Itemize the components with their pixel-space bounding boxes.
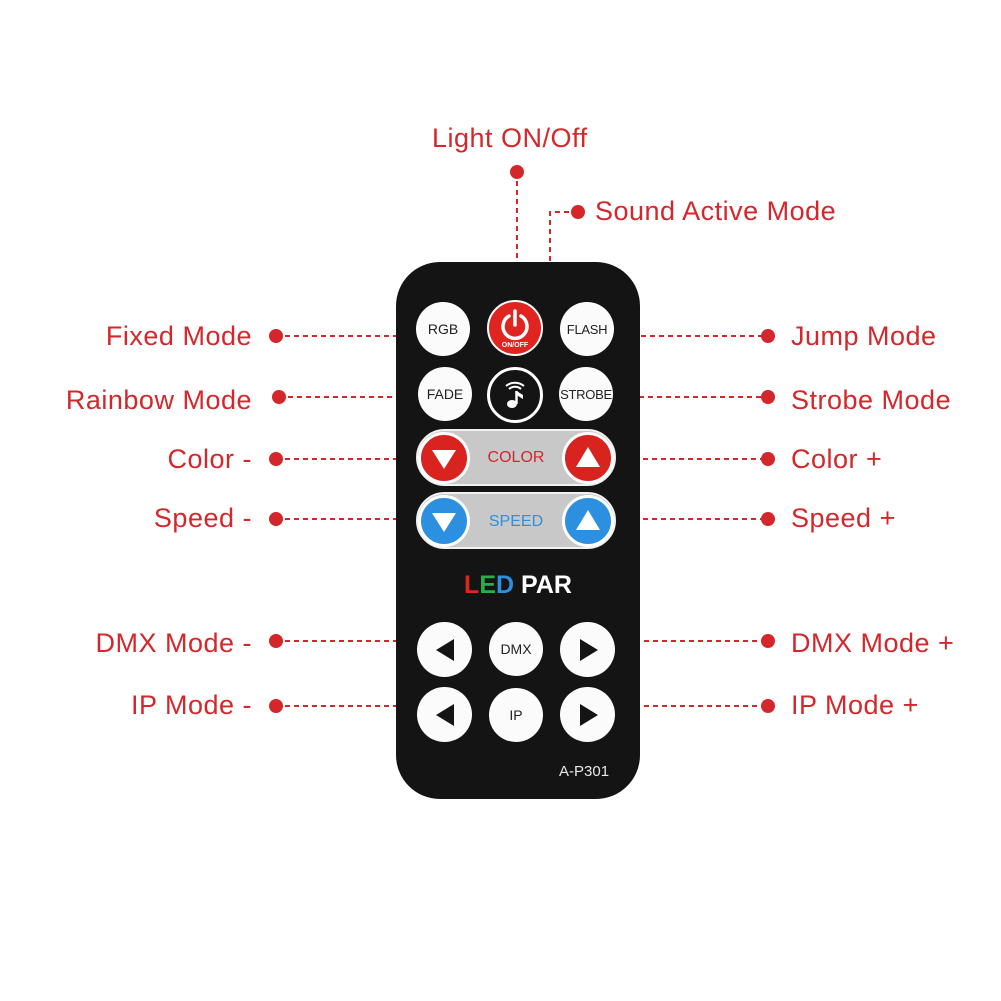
dmx-button[interactable]: DMX: [489, 622, 543, 676]
music-note-icon: [505, 381, 525, 408]
label-sound-active-mode: Sound Active Mode: [595, 196, 837, 226]
color-plus-button[interactable]: [562, 432, 614, 484]
label-fixed-mode: Fixed Mode: [105, 321, 252, 351]
label-dmx-mode-plus: DMX Mode +: [791, 628, 955, 658]
rgb-button[interactable]: RGB: [416, 302, 470, 356]
ip-plus-button[interactable]: [560, 687, 615, 742]
led-par-logo: LED PAR: [464, 571, 572, 599]
triangle-right-icon: [579, 638, 598, 661]
triangle-down-icon: [432, 450, 456, 469]
label-ip-mode-plus: IP Mode +: [791, 690, 919, 720]
triangle-left-icon: [435, 703, 454, 726]
label-color-plus: Color +: [791, 444, 883, 474]
triangle-left-icon: [435, 638, 454, 661]
label-color-minus: Color -: [167, 444, 252, 474]
fade-button[interactable]: FADE: [418, 367, 472, 421]
model-number: A-P301: [559, 763, 610, 780]
label-jump-mode: Jump Mode: [791, 321, 937, 351]
color-bar-label: COLOR: [487, 449, 545, 466]
dmx-plus-button[interactable]: [560, 622, 615, 677]
speed-minus-button[interactable]: [418, 495, 470, 547]
speed-plus-button[interactable]: [562, 495, 614, 547]
label-rainbow-mode: Rainbow Mode: [65, 385, 252, 415]
triangle-up-icon: [576, 510, 600, 530]
label-light-on-off: Light ON/Off: [432, 123, 588, 153]
label-speed-plus: Speed +: [791, 503, 896, 533]
sound-active-button[interactable]: [487, 367, 543, 423]
ip-minus-button[interactable]: [417, 687, 472, 742]
label-dmx-mode-minus: DMX Mode -: [95, 628, 252, 658]
power-icon: [501, 309, 529, 341]
triangle-right-icon: [579, 703, 598, 726]
label-ip-mode-minus: IP Mode -: [130, 690, 252, 720]
power-button[interactable]: ON/OFF: [487, 300, 543, 356]
dmx-minus-button[interactable]: [417, 622, 472, 677]
color-minus-button[interactable]: [418, 432, 470, 484]
power-button-sublabel: ON/OFF: [501, 342, 529, 349]
flash-button[interactable]: FLASH: [560, 302, 614, 356]
strobe-button[interactable]: STROBE: [559, 367, 613, 421]
triangle-up-icon: [576, 447, 600, 467]
label-speed-minus: Speed -: [153, 503, 252, 533]
triangle-down-icon: [432, 513, 456, 532]
ip-button[interactable]: IP: [489, 688, 543, 742]
label-strobe-mode: Strobe Mode: [791, 385, 952, 415]
speed-bar-label: SPEED: [488, 513, 544, 530]
